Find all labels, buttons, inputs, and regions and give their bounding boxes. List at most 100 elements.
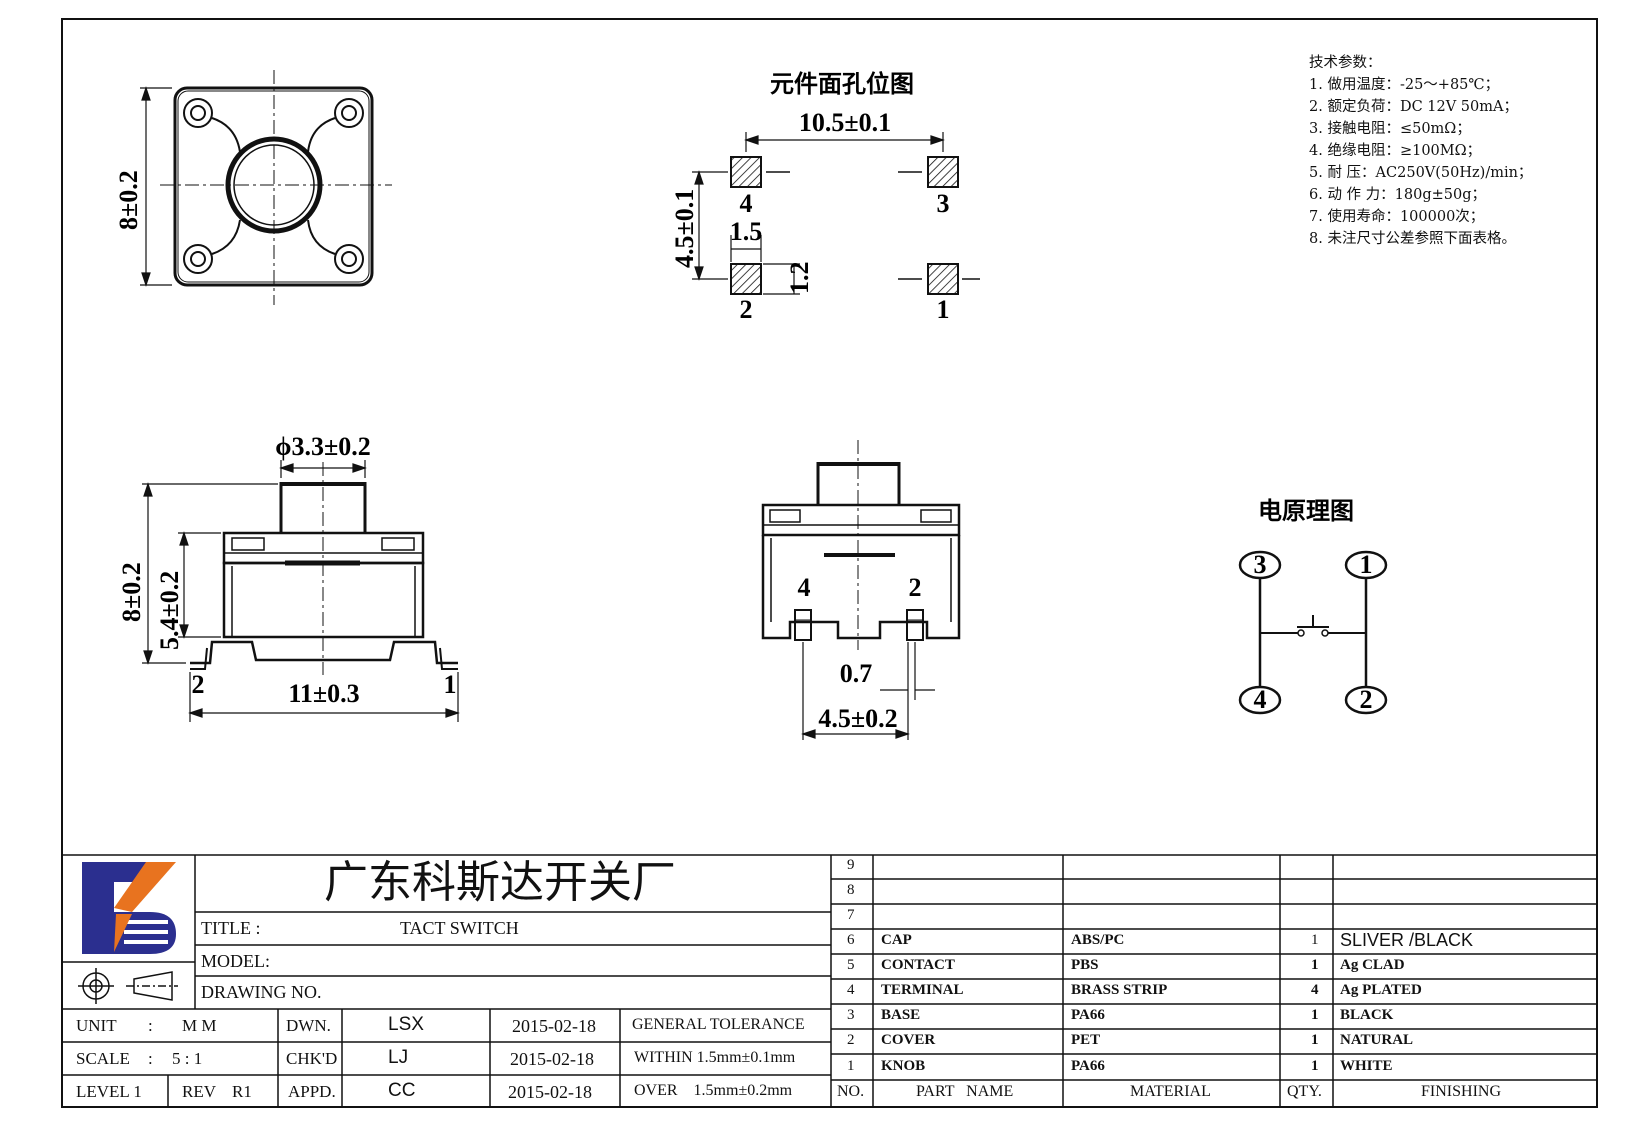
company-logo xyxy=(82,862,176,954)
scale-colon: : xyxy=(148,1049,153,1068)
pcb-pin-4: 4 xyxy=(740,189,753,218)
bom-no: 1 xyxy=(847,1058,855,1074)
front-pin-left: 4 xyxy=(798,573,811,602)
bom-qty: 1 xyxy=(1311,1058,1319,1074)
bom-header-material: MATERIAL xyxy=(1130,1083,1211,1100)
side-body-dimension: 5.4±0.2 xyxy=(155,571,184,650)
top-view xyxy=(140,70,392,305)
schematic-node-4: 4 xyxy=(1254,685,1267,714)
schematic-title: 电原理图 xyxy=(1258,497,1354,525)
unit-value: M M xyxy=(182,1016,217,1035)
table-row: 5 CONTACT PBS 1 Ag CLAD xyxy=(831,957,1597,981)
bom-no: 8 xyxy=(847,882,855,898)
bom-part: CAP xyxy=(881,932,912,948)
side-width-dimension: 11±0.3 xyxy=(288,679,359,708)
tech-params-heading: 技术参数： xyxy=(1309,54,1382,71)
tech-param-1: 1. 做用温度：-25～+85℃； xyxy=(1309,76,1499,93)
tolerance-within: WITHIN 1.5mm±0.1mm xyxy=(634,1049,796,1066)
bom-no: 4 xyxy=(847,982,855,998)
table-row: 8 xyxy=(831,882,1597,906)
pcb-pad-height-dimension: 1.2 xyxy=(785,262,814,295)
pcb-layout-view xyxy=(692,132,980,295)
bom-qty: 4 xyxy=(1311,982,1319,998)
bom-finishing: Ag CLAD xyxy=(1340,957,1405,973)
table-row: 7 xyxy=(831,907,1597,931)
pcb-pin-2: 2 xyxy=(740,295,753,324)
bom-finishing: WHITE xyxy=(1340,1058,1393,1074)
bom-header-finishing: FINISHING xyxy=(1421,1083,1501,1100)
bom-no: 5 xyxy=(847,957,855,973)
unit-label: UNIT xyxy=(76,1016,117,1035)
rev-label: REV xyxy=(182,1082,216,1101)
bom-header-no: NO. xyxy=(837,1083,865,1100)
bom-no: 7 xyxy=(847,907,855,923)
bom-finishing: SLIVER /BLACK xyxy=(1340,930,1474,950)
model-label: MODEL: xyxy=(201,951,270,971)
tech-param-8: 8. 未注尺寸公差参照下面表格。 xyxy=(1309,230,1516,247)
projection-symbol-icon xyxy=(78,968,178,1004)
bom-no: 6 xyxy=(847,932,855,948)
tech-param-7: 7. 使用寿命：100000次； xyxy=(1309,207,1484,225)
pcb-width-dimension: 10.5±0.1 xyxy=(799,108,891,137)
tech-param-4: 4. 绝缘电阻：≥100MΩ； xyxy=(1309,142,1481,159)
bom-header-part: PART NAME xyxy=(916,1083,1014,1100)
bom-material: ABS/PC xyxy=(1071,932,1125,948)
drawing-no-label: DRAWING NO. xyxy=(201,982,322,1002)
unit-colon: : xyxy=(148,1016,153,1035)
bom-finishing: BLACK xyxy=(1340,1007,1394,1023)
schematic-node-3: 3 xyxy=(1254,550,1267,579)
front-lead-dimension: 0.7 xyxy=(840,659,873,688)
front-span-dimension: 4.5±0.2 xyxy=(818,704,897,733)
signoff-date-dwn: 2015-02-18 xyxy=(512,1016,596,1036)
level-label: LEVEL 1 xyxy=(76,1082,142,1101)
schematic-node-1: 1 xyxy=(1360,550,1373,579)
company-name: 广东科斯达开关厂 xyxy=(324,857,676,908)
bom-material: PET xyxy=(1071,1032,1101,1048)
side-pin-right: 1 xyxy=(444,670,457,699)
bom-material: PA66 xyxy=(1071,1007,1105,1023)
table-row: 3 BASE PA66 1 BLACK xyxy=(831,1007,1597,1031)
side-height-dimension: 8±0.2 xyxy=(117,562,146,622)
table-row: 1 KNOB PA66 1 WHITE xyxy=(831,1058,1597,1082)
side-view xyxy=(142,460,460,722)
side-pin-left: 2 xyxy=(192,670,205,699)
signoff-role-chk: CHK'D xyxy=(286,1049,338,1068)
signoff-date-appd: 2015-02-18 xyxy=(508,1082,592,1102)
scale-value: 5 : 1 xyxy=(172,1049,203,1068)
bom-finishing: NATURAL xyxy=(1340,1032,1414,1048)
bom-header-row: NO. PART NAME MATERIAL QTY. FINISHING xyxy=(831,1083,1597,1107)
bom-qty: 1 xyxy=(1311,1007,1319,1023)
front-view xyxy=(761,440,961,740)
signoff-name-dwn: LSX xyxy=(388,1014,424,1035)
bom-finishing: Ag PLATED xyxy=(1340,982,1422,998)
bom-qty: 1 xyxy=(1311,1032,1319,1048)
schematic-diagram xyxy=(1238,550,1388,715)
pcb-pin-1: 1 xyxy=(937,295,950,324)
signoff-date-chk: 2015-02-18 xyxy=(510,1049,594,1069)
tolerance-over: OVER 1.5mm±0.2mm xyxy=(634,1082,793,1099)
side-knob-dimension: ϕ3.3±0.2 xyxy=(275,432,371,461)
rev-value: R1 xyxy=(232,1082,252,1101)
pcb-height-dimension: 4.5±0.1 xyxy=(670,189,699,268)
signoff-name-chk: LJ xyxy=(388,1047,409,1068)
bom-no: 2 xyxy=(847,1032,855,1048)
table-row: 6 CAP ABS/PC 1 SLIVER /BLACK xyxy=(831,930,1597,956)
tech-parameters: 技术参数： 1. 做用温度：-25～+85℃； 2. 额定负荷：DC 12V 5… xyxy=(1309,54,1532,247)
tech-param-5: 5. 耐 压：AC250V(50Hz)/min； xyxy=(1309,164,1532,181)
bom-no: 3 xyxy=(847,1007,855,1023)
top-view-dimension: 8±0.2 xyxy=(114,170,143,230)
pcb-pad-dimension: 1.5 xyxy=(730,217,763,246)
sheet-border xyxy=(61,18,1598,1108)
table-row: 2 COVER PET 1 NATURAL xyxy=(831,1032,1597,1056)
title-label: TITLE : xyxy=(201,918,261,938)
bom-material: BRASS STRIP xyxy=(1071,982,1168,998)
tech-param-2: 2. 额定负荷：DC 12V 50mA； xyxy=(1309,98,1518,115)
tech-param-6: 6. 动 作 力：180g±50g； xyxy=(1309,186,1486,203)
signoff-name-appd: CC xyxy=(388,1080,416,1101)
bom-part: TERMINAL xyxy=(881,982,964,998)
scale-label: SCALE xyxy=(76,1049,130,1068)
pcb-pin-3: 3 xyxy=(937,189,950,218)
front-pin-right: 2 xyxy=(909,573,922,602)
bom-qty: 1 xyxy=(1311,932,1319,948)
